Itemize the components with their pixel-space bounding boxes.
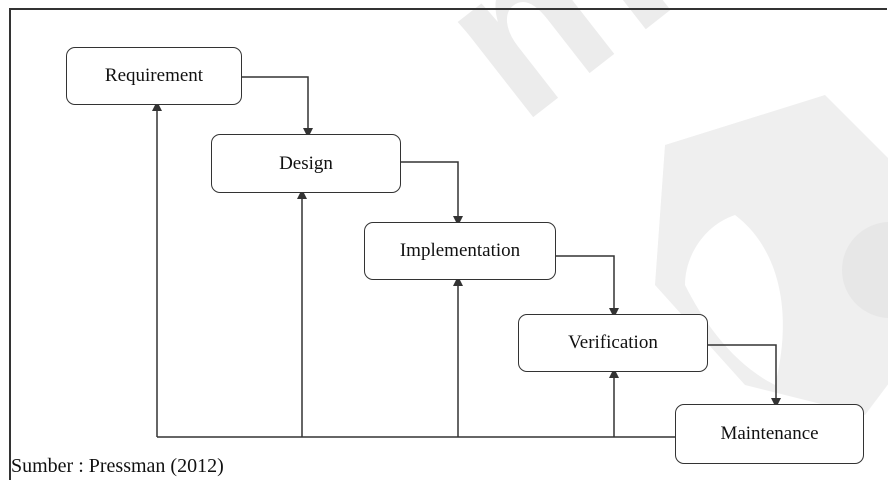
source-caption: Sumber : Pressman (2012) [11, 455, 224, 477]
stage-maintenance: Maintenance [675, 404, 864, 464]
arrow-implementation-to-verification [556, 255, 619, 318]
stage-requirement: Requirement [66, 47, 242, 105]
figure-frame [9, 8, 887, 480]
arrow-requirement-to-design [242, 76, 313, 138]
arrow-verification-to-maintenance [708, 344, 781, 408]
stage-label: Verification [568, 332, 658, 353]
stage-label: Requirement [104, 65, 204, 86]
stage-label: Implementation [399, 240, 521, 261]
stage-verification: Verification [518, 314, 708, 372]
stage-label: Maintenance [720, 423, 819, 444]
stage-implementation: Implementation [364, 222, 556, 280]
watermark-shield-icon [655, 95, 888, 415]
arrow-design-to-implementation [401, 161, 463, 226]
stage-design: Design [211, 134, 401, 193]
stage-label: Design [279, 152, 333, 174]
